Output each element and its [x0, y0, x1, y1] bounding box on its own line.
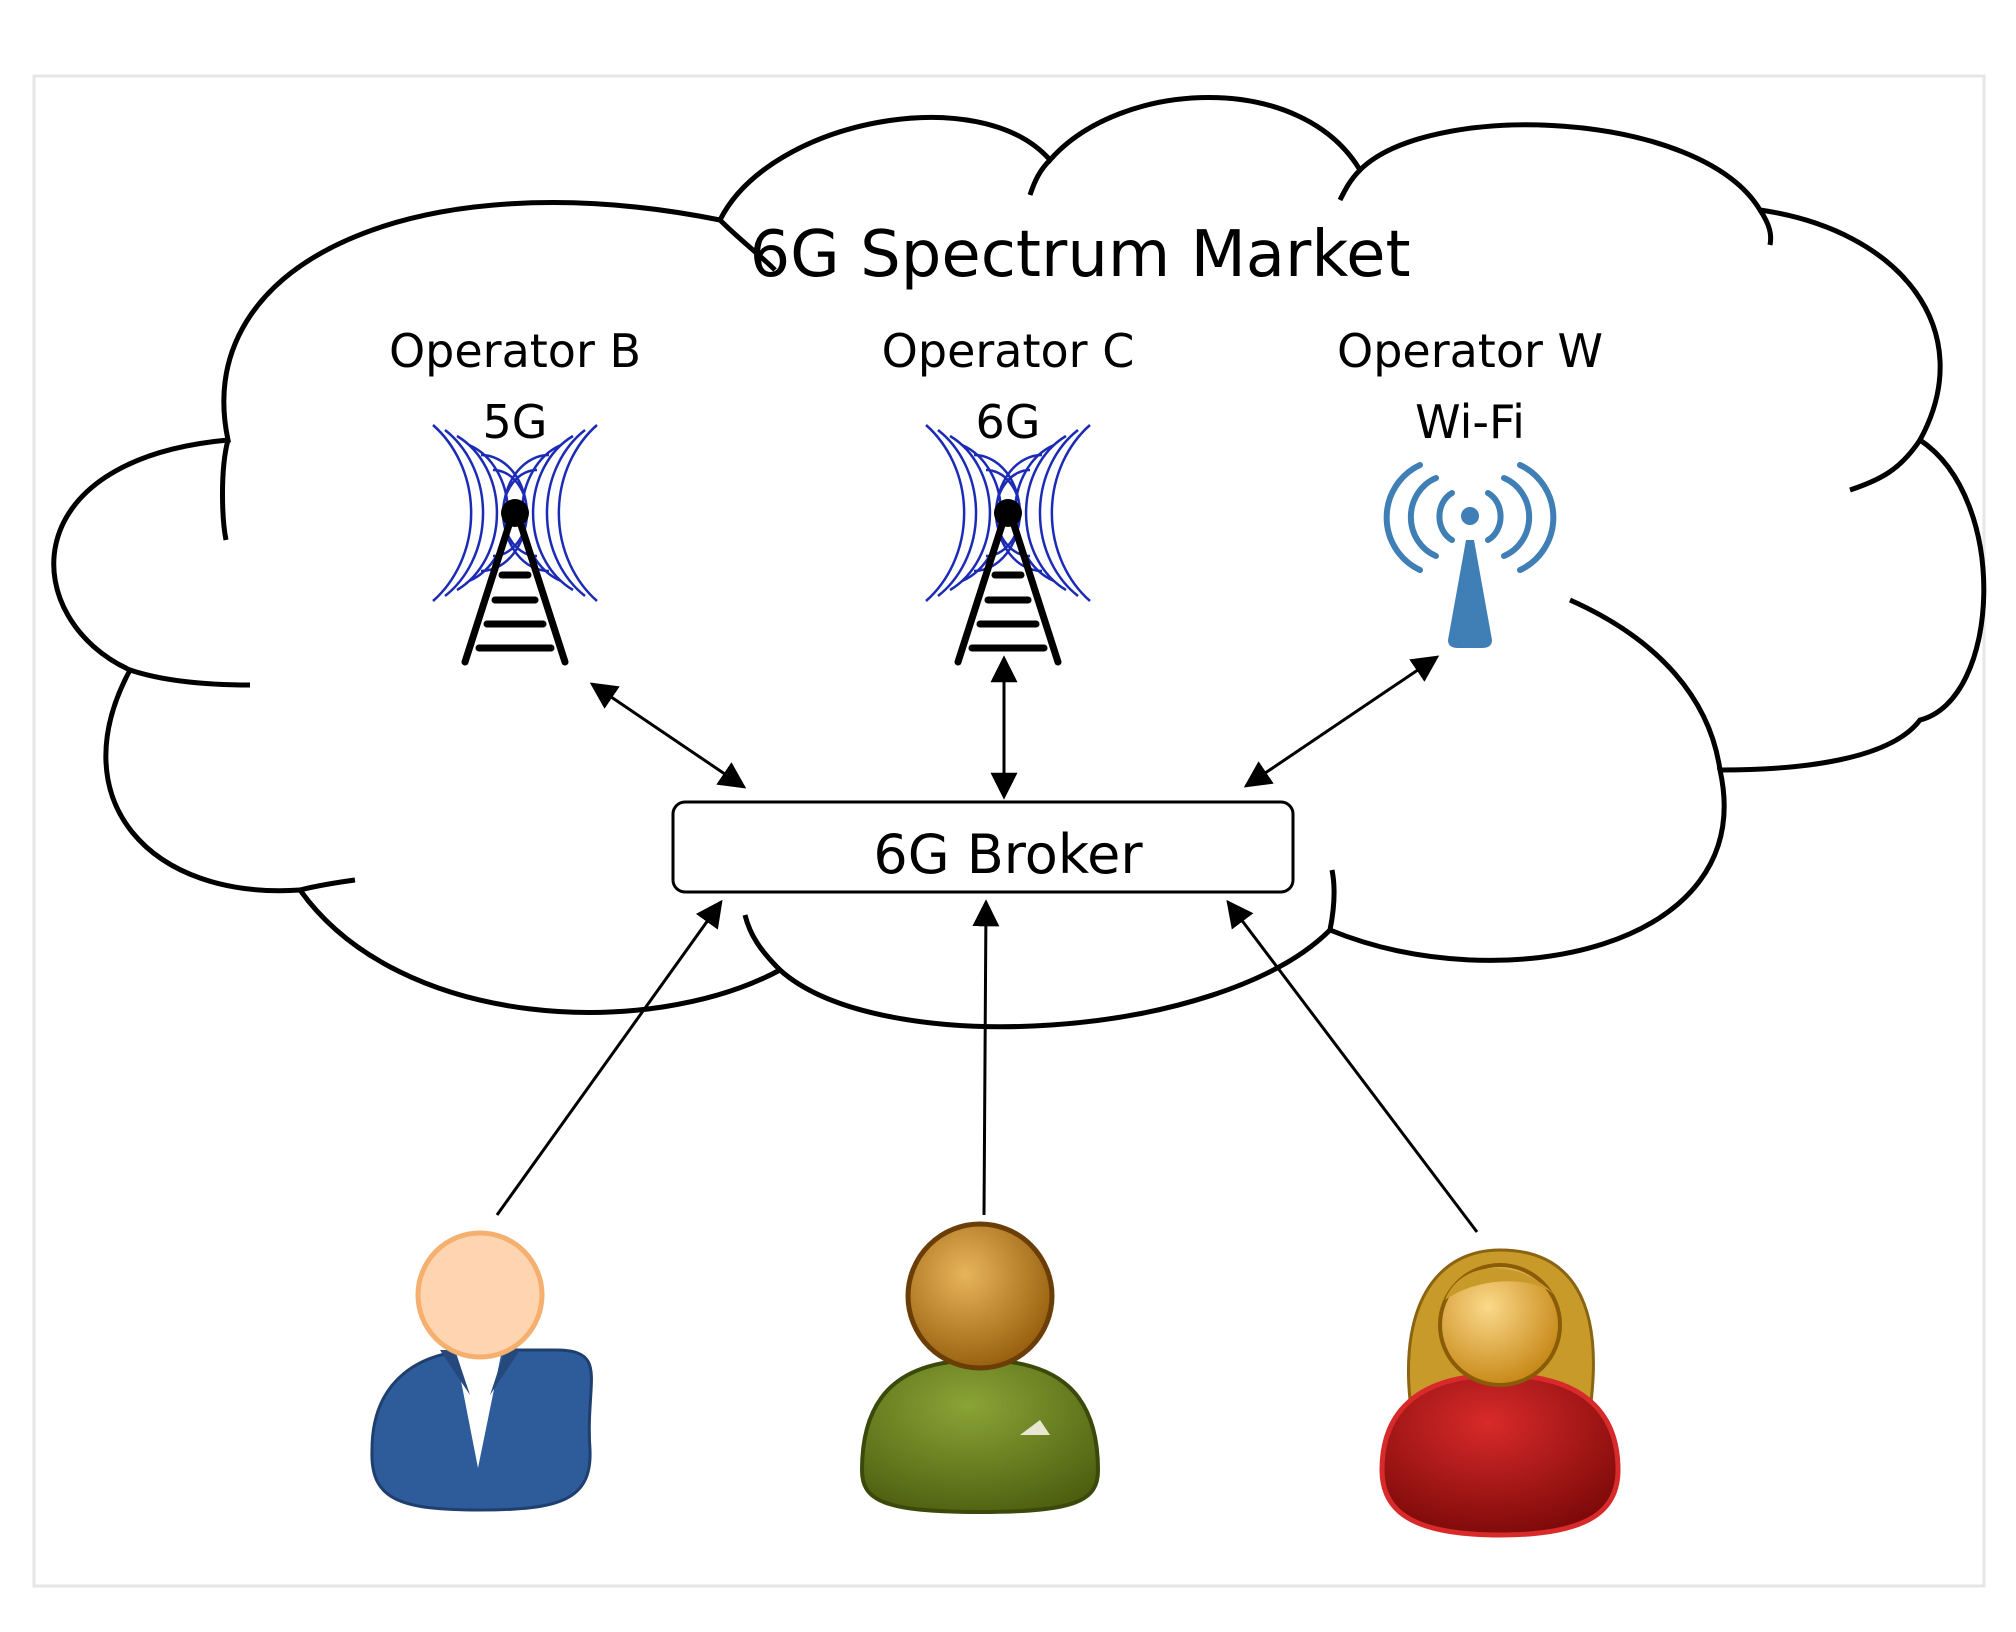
operator-w-tech: Wi-Fi [1415, 395, 1525, 449]
green-user-icon [859, 1221, 1101, 1515]
wifi-antenna-icon [1383, 462, 1557, 648]
user-1-broker-arrow [495, 899, 723, 1216]
operator-w-name: Operator W [1337, 324, 1603, 378]
market-title: 6G Spectrum Market [749, 218, 1410, 292]
user-3-broker-arrow [1226, 899, 1479, 1233]
woman-user-icon [1379, 1248, 1621, 1538]
cell-tower-icon [432, 424, 598, 666]
operator-w-broker-arrow [1243, 655, 1440, 788]
broker-box: 6G Broker [671, 800, 1295, 894]
operator-b-tech: 5G [483, 395, 548, 449]
broker-label: 6G Broker [873, 823, 1143, 886]
businessman-user-icon [370, 1230, 593, 1512]
operator-b-name: Operator B [389, 324, 641, 378]
image-frame [32, 74, 1986, 1588]
operator-b-broker-arrow [589, 682, 747, 789]
operator-c-name: Operator C [882, 324, 1135, 378]
user-2-broker-arrow [972, 899, 1000, 1216]
operator-c-tech: 6G [976, 395, 1041, 449]
cell-tower-icon [925, 424, 1091, 666]
